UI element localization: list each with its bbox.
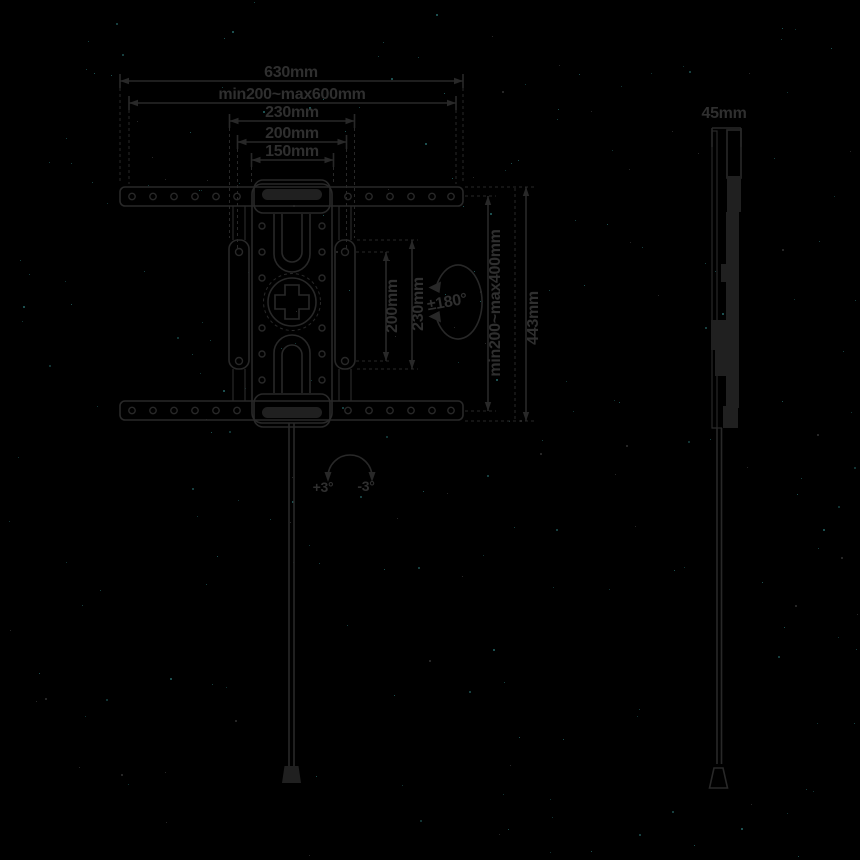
dim-label-total-height: 443mm xyxy=(525,291,542,345)
dim-label-vesa-height-range: min200~max400mm xyxy=(487,229,504,376)
dim-height-200: 200mm xyxy=(356,251,401,362)
rotation-label: ±180° xyxy=(426,291,469,315)
tilt-symbol: +3° -3° xyxy=(313,454,376,495)
front-pole-foot xyxy=(282,766,301,783)
front-pole xyxy=(282,423,301,783)
rotation-hub xyxy=(263,273,321,331)
dim-label-total-width: 630mm xyxy=(264,64,318,81)
bottom-rail xyxy=(119,400,464,421)
dim-width-200: 200mm xyxy=(236,125,348,250)
dim-total-width: 630mm xyxy=(119,64,464,184)
right-strip xyxy=(334,206,356,401)
dim-total-height: 443mm xyxy=(465,186,542,422)
dim-height-230: 230mm xyxy=(357,239,427,370)
dim-label-height-230: 230mm xyxy=(410,277,427,331)
front-view: 630mm min200~max600mm 230mm xyxy=(119,64,542,783)
rotation-symbol: ±180° xyxy=(426,264,483,340)
center-plate xyxy=(251,179,333,428)
tilt-hinge xyxy=(711,320,727,350)
left-strip xyxy=(228,206,250,401)
dim-label-vesa-width-range: min200~max600mm xyxy=(218,86,365,103)
dim-label-depth: 45mm xyxy=(701,105,746,122)
side-profile xyxy=(711,129,742,429)
side-pole-foot xyxy=(708,767,729,789)
dim-label-width-200: 200mm xyxy=(265,125,319,142)
side-pole xyxy=(708,428,729,789)
dim-label-width-230: 230mm xyxy=(265,104,319,121)
dim-label-height-200: 200mm xyxy=(384,279,401,333)
dim-vesa-height-range: min200~max400mm xyxy=(465,195,504,412)
tilt-minus-label: -3° xyxy=(357,478,374,494)
top-rail xyxy=(119,186,464,207)
dim-width-230: 230mm xyxy=(228,104,356,238)
dim-label-width-150: 150mm xyxy=(265,143,319,160)
side-view: 45mm xyxy=(701,105,747,789)
tilt-plus-label: +3° xyxy=(313,479,334,495)
dim-vesa-width-range: min200~max600mm xyxy=(128,86,457,184)
dim-width-150: 150mm xyxy=(250,143,335,183)
